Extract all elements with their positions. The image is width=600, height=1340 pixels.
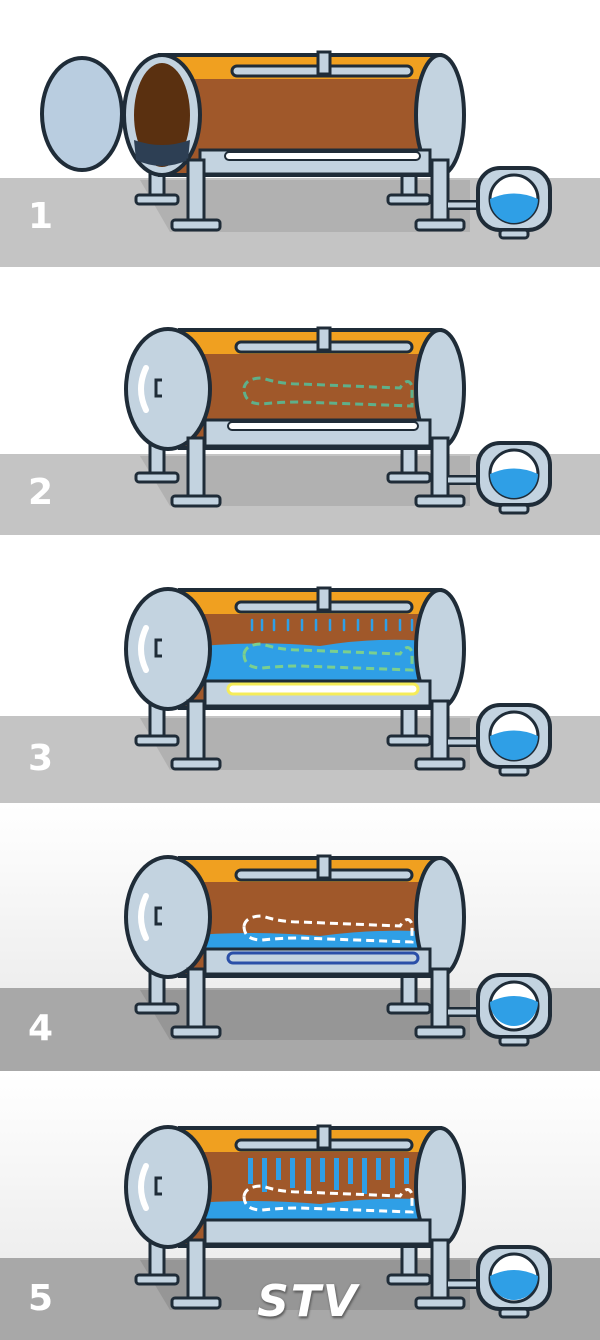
- tank-illustration-4: [0, 804, 600, 1072]
- legs-front: [170, 699, 466, 771]
- legs-front: [170, 967, 466, 1039]
- step-number: 3: [28, 738, 54, 779]
- pump-icon: [476, 441, 552, 515]
- step-panel-2: 2: [0, 268, 600, 536]
- tank-illustration-2: [0, 268, 600, 536]
- heater-element: [226, 682, 420, 696]
- step-number: 2: [28, 472, 54, 513]
- panel-divider: [0, 803, 600, 805]
- tank-body: [178, 586, 466, 710]
- shadow: [140, 456, 470, 506]
- pump-icon: [476, 973, 552, 1047]
- legs-front: [170, 1238, 466, 1310]
- body-outline: [242, 1184, 414, 1214]
- legs-front: [170, 158, 466, 232]
- water-fill: [182, 1198, 438, 1220]
- step-panel-3: 3: [0, 536, 600, 804]
- tank-endcap: [124, 327, 212, 451]
- lid-open: [40, 56, 124, 172]
- legs-front: [170, 436, 466, 508]
- body-outline: [242, 914, 414, 944]
- tank-interior: [134, 63, 190, 167]
- tank-body: [178, 326, 466, 450]
- panel-divider: [0, 535, 600, 537]
- step-panel-4: 4: [0, 804, 600, 1072]
- water-fill: [182, 930, 438, 949]
- tank-body: [178, 1124, 466, 1248]
- shadow: [140, 1260, 470, 1310]
- tank-illustration-5: [0, 1072, 600, 1340]
- step-number: 4: [28, 1008, 54, 1049]
- tank-illustration-1: [0, 0, 600, 268]
- tank-endcap: [124, 855, 212, 979]
- body-outline: [242, 642, 414, 672]
- panel-divider: [0, 267, 600, 269]
- logo-text: STV: [257, 1276, 359, 1327]
- stv-logo: STV: [228, 1276, 388, 1328]
- spray-drops: [250, 618, 414, 632]
- shadow: [140, 718, 470, 770]
- step-panel-5: 5: [0, 1072, 600, 1340]
- pump-icon: [476, 703, 552, 777]
- panel-divider: [0, 1071, 600, 1073]
- tank-body: [158, 50, 466, 177]
- shadow: [140, 990, 470, 1040]
- step-panel-1: 1: [0, 0, 600, 268]
- water-jets: [248, 1158, 409, 1194]
- body-outline: [242, 376, 414, 408]
- shadow: [140, 180, 470, 232]
- tank-interior-floor: [134, 140, 190, 166]
- heater-element: [226, 951, 420, 965]
- tank-endcap: [124, 587, 212, 711]
- step-number: 1: [28, 196, 54, 237]
- pump-icon: [476, 166, 552, 240]
- step-number: 5: [28, 1278, 54, 1319]
- tank-body: [178, 854, 466, 978]
- water-fill: [182, 639, 438, 681]
- tank-endcap: [124, 1125, 212, 1249]
- tank-illustration-3: [0, 536, 600, 804]
- pump-icon: [476, 1245, 552, 1319]
